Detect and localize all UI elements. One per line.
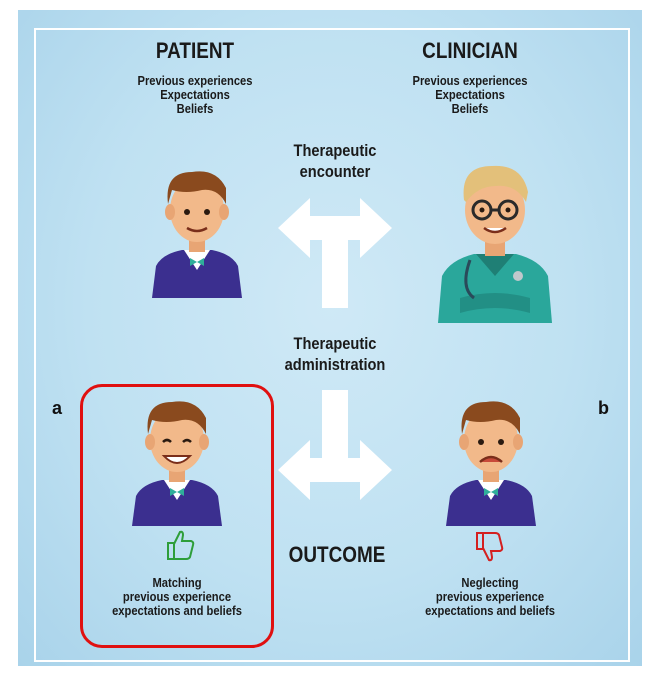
clinician-figure-icon xyxy=(438,165,552,323)
diagram-background xyxy=(18,10,642,666)
administration-line: Therapeutic xyxy=(293,334,377,353)
patient-title: PATIENT xyxy=(155,38,235,63)
clinician-attribute: Previous experiences xyxy=(412,73,528,88)
label-b: b xyxy=(598,398,609,418)
neglecting-line: Neglecting xyxy=(461,575,519,590)
encounter-line: encounter xyxy=(299,162,371,181)
unhappy-patient-icon xyxy=(446,401,536,526)
matching-line: Matching xyxy=(152,575,202,590)
administration-line: administration xyxy=(284,355,386,374)
label-a: a xyxy=(52,398,63,418)
clinician-attribute: Expectations xyxy=(435,87,505,102)
patient-attributes: Previous experiences Expectations Belief… xyxy=(109,74,281,116)
neglecting-caption: Neglecting previous experience expectati… xyxy=(404,576,576,618)
outcome-label: OUTCOME xyxy=(288,542,386,567)
thumbs-down-icon xyxy=(476,532,504,562)
diagram-frame xyxy=(34,28,630,662)
encounter-arrow-icon xyxy=(278,198,392,308)
clinician-attribute: Beliefs xyxy=(451,101,489,116)
thumbs-up-icon xyxy=(167,530,195,560)
matching-line: previous experience xyxy=(122,589,232,604)
clinician-attributes: Previous experiences Expectations Belief… xyxy=(384,74,556,116)
patient-attribute: Expectations xyxy=(160,87,230,102)
encounter-line: Therapeutic xyxy=(293,141,377,160)
matching-line: expectations and beliefs xyxy=(112,603,242,618)
outcome-arrow-icon xyxy=(278,390,392,500)
patient-attribute: Previous experiences xyxy=(137,73,253,88)
clinician-title: CLINICIAN xyxy=(422,38,518,63)
happy-patient-icon xyxy=(132,401,222,526)
matching-highlight-box xyxy=(80,384,274,648)
neglecting-line: previous experience xyxy=(435,589,545,604)
therapeutic-encounter-label: Therapeutic encounter xyxy=(271,140,400,182)
patient-figure-icon xyxy=(152,171,242,298)
matching-caption: Matching previous experience expectation… xyxy=(91,576,263,618)
neglecting-line: expectations and beliefs xyxy=(425,603,555,618)
patient-attribute: Beliefs xyxy=(176,101,214,116)
therapeutic-administration-label: Therapeutic administration xyxy=(262,333,408,375)
